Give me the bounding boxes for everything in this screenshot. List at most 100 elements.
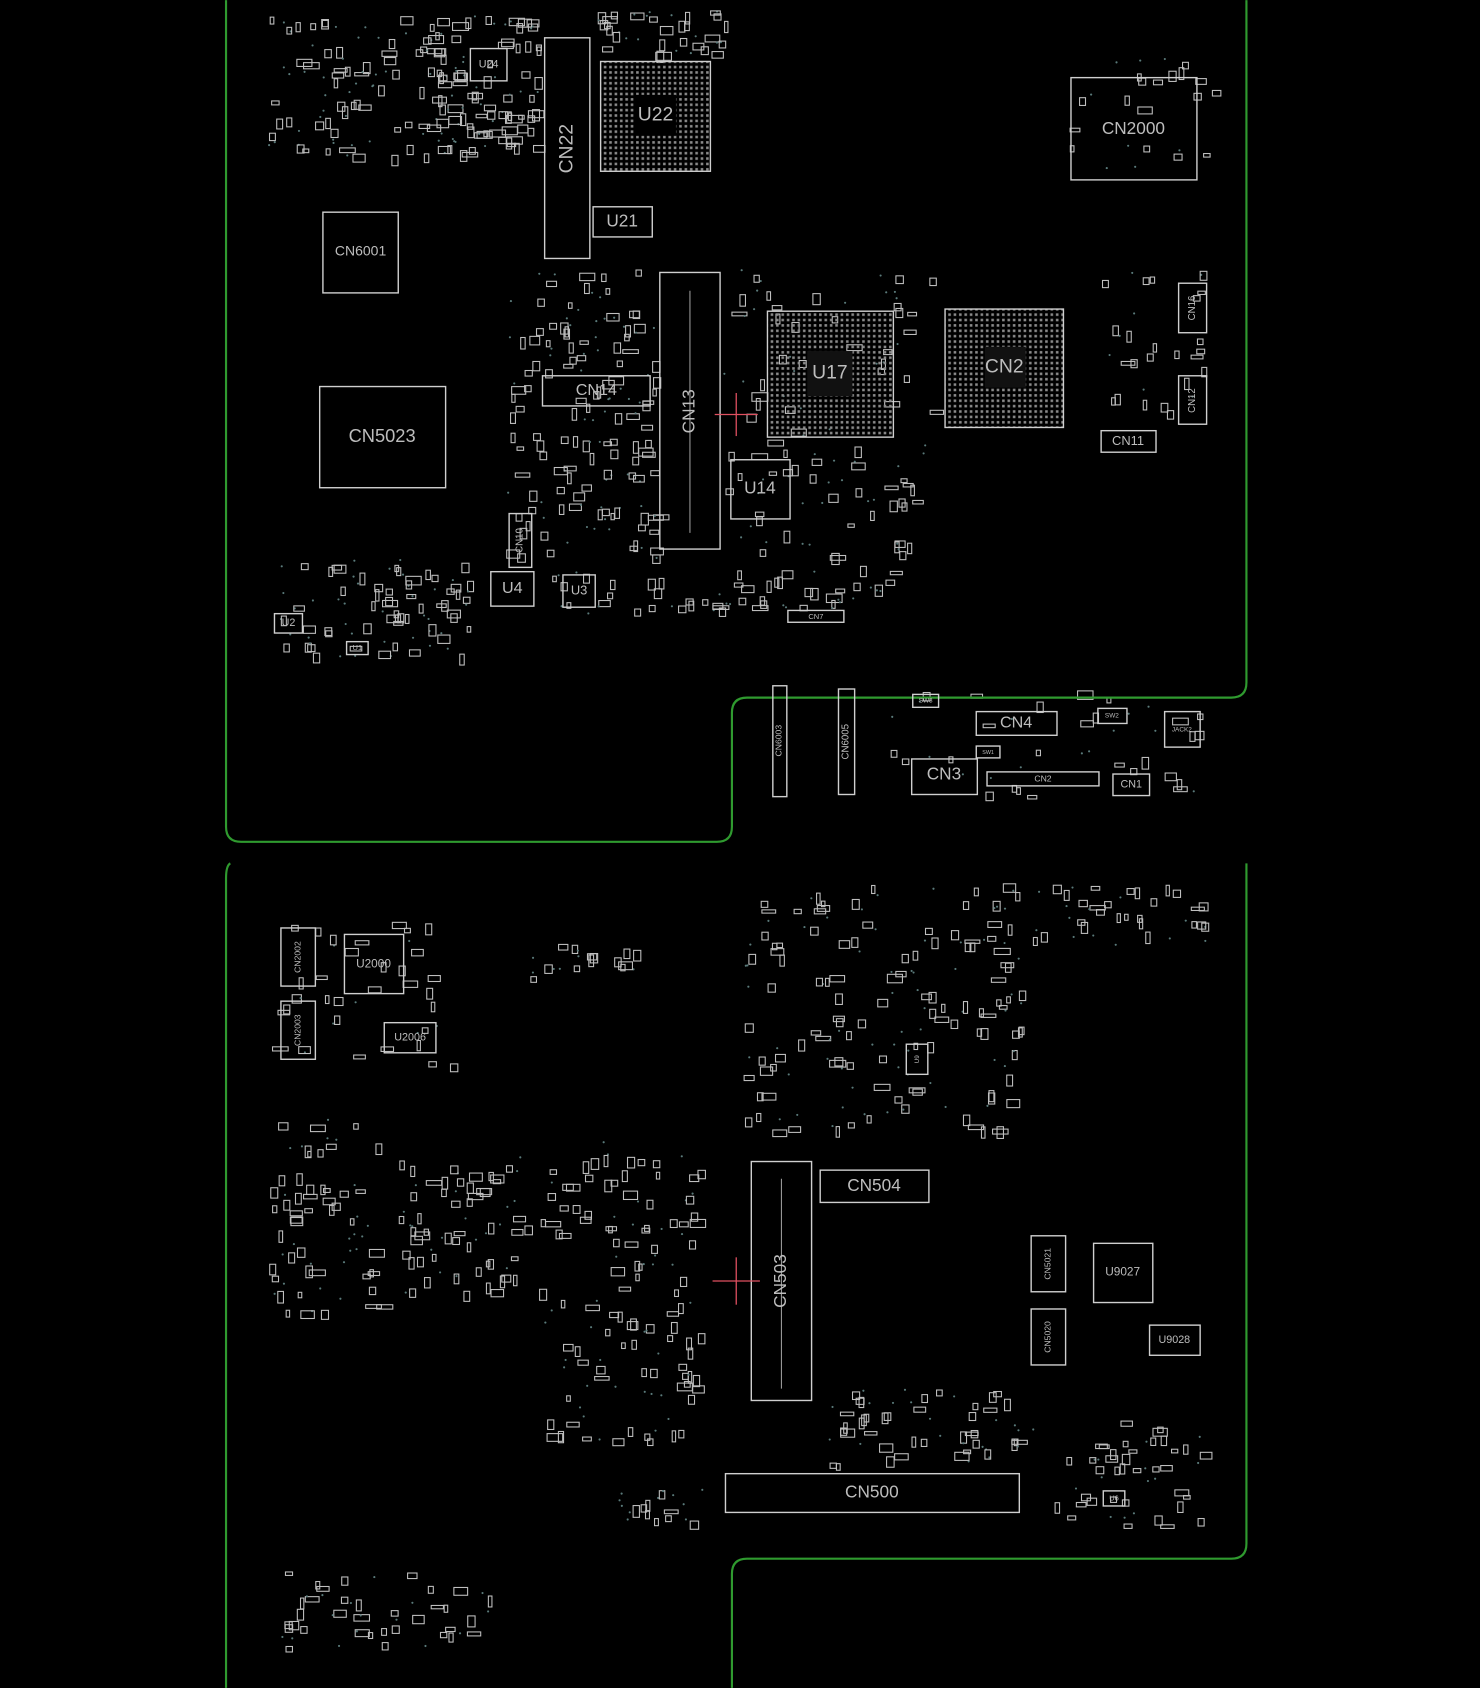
component-CN2003[interactable]: CN2003 — [280, 1000, 317, 1060]
component-CN10[interactable]: CN10 — [508, 512, 533, 569]
passive-component — [601, 273, 607, 283]
passive-component — [476, 1187, 493, 1196]
passive-component — [306, 1184, 315, 1196]
component-CN5023[interactable]: CN5023 — [318, 385, 447, 489]
passive-component — [512, 1215, 527, 1223]
component-U2006[interactable]: U2006 — [383, 1021, 437, 1054]
via — [355, 1248, 358, 1251]
component-U22[interactable]: U22 — [599, 60, 712, 172]
component-CN11[interactable]: CN11 — [1100, 429, 1157, 453]
component-U9027[interactable]: U9027 — [1092, 1242, 1154, 1304]
component-CN7[interactable]: CN7 — [787, 609, 845, 623]
passive-component — [678, 20, 686, 33]
passive-component — [448, 115, 463, 125]
passive-component — [739, 294, 746, 307]
component-U24[interactable]: U24 — [469, 47, 508, 82]
passive-component — [653, 1518, 659, 1527]
passive-component — [667, 1335, 674, 1343]
component-CN22[interactable]: CN22 — [543, 37, 591, 260]
via — [280, 565, 283, 568]
component-CN6001[interactable]: CN6001 — [322, 211, 399, 294]
component-SW1[interactable]: SW1 — [975, 745, 1001, 759]
component-CN5020[interactable]: CN5020 — [1030, 1308, 1067, 1366]
passive-component — [427, 67, 435, 78]
passive-component — [545, 1220, 562, 1228]
component-CN6003[interactable]: CN6003 — [772, 685, 788, 798]
component-SW2[interactable]: SW2 — [1097, 707, 1128, 725]
component-CN503[interactable]: CN503 — [750, 1160, 813, 1402]
component-U4[interactable]: U4 — [490, 570, 535, 607]
component-U17[interactable]: U17 — [766, 310, 895, 438]
via — [550, 347, 553, 350]
component-U6[interactable]: U6 — [1102, 1490, 1126, 1507]
component-CN12[interactable]: CN12 — [1177, 375, 1208, 425]
component-CN6005[interactable]: CN6005 — [837, 688, 856, 796]
passive-component — [835, 1126, 840, 1138]
component-CN3[interactable]: CN3 — [910, 758, 979, 796]
passive-component — [290, 1216, 304, 1227]
passive-component — [907, 542, 913, 555]
label-CN14: CN14 — [576, 381, 617, 399]
via — [1072, 935, 1075, 939]
passive-component — [362, 1273, 371, 1280]
passive-component — [798, 1039, 806, 1052]
component-CN4[interactable]: CN4 — [975, 710, 1058, 736]
component-U9[interactable]: U9 — [905, 1043, 929, 1076]
component-JACK2[interactable]: JACK2 — [1163, 710, 1201, 748]
passive-component — [987, 1092, 996, 1105]
component-CN13[interactable]: CN13 — [659, 271, 721, 550]
component-CN1[interactable]: CN1 — [1112, 773, 1151, 797]
via — [1003, 941, 1006, 945]
component-U2000[interactable]: U2000 — [343, 933, 405, 995]
passive-component — [563, 465, 577, 472]
component-CN500[interactable]: CN500 — [724, 1472, 1021, 1514]
via — [344, 622, 347, 626]
passive-component — [354, 1629, 370, 1638]
passive-component — [744, 1023, 754, 1033]
component-CN2000[interactable]: CN2000 — [1070, 76, 1198, 181]
passive-component — [629, 310, 640, 319]
via — [796, 1113, 799, 1116]
component-CN504[interactable]: CN504 — [819, 1169, 930, 1204]
component-CN16[interactable]: CN16 — [1177, 282, 1208, 334]
passive-component — [1130, 359, 1138, 369]
via — [311, 599, 314, 602]
passive-component — [427, 48, 443, 55]
via — [1090, 93, 1093, 96]
component-U2[interactable]: U2 — [273, 612, 304, 634]
passive-component — [824, 977, 830, 987]
via — [353, 1184, 356, 1187]
passive-component — [1190, 354, 1204, 360]
component-SW3[interactable]: SW3 — [912, 693, 940, 709]
passive-component — [535, 44, 543, 52]
passive-component — [645, 1499, 651, 1512]
passive-component — [912, 950, 919, 961]
passive-component — [913, 1406, 927, 1413]
via — [404, 1291, 407, 1294]
component-CN5021[interactable]: CN5021 — [1030, 1235, 1067, 1293]
component-U21[interactable]: U21 — [592, 206, 653, 238]
passive-component — [353, 1123, 359, 1130]
component-U3[interactable]: U3 — [562, 574, 596, 608]
via — [504, 23, 507, 26]
component-CN14[interactable]: CN14 — [541, 375, 651, 407]
passive-component — [711, 51, 724, 59]
via — [631, 1223, 634, 1226]
component-U9028[interactable]: U9028 — [1148, 1324, 1201, 1356]
passive-component — [908, 1087, 926, 1094]
component-CN2[interactable]: CN2 — [944, 308, 1065, 429]
component-CN2002[interactable]: CN2002 — [280, 927, 317, 987]
passive-component — [1174, 1489, 1190, 1497]
passive-component — [851, 937, 859, 948]
passive-component — [565, 1183, 581, 1192]
passive-component — [1154, 1515, 1163, 1526]
via — [1178, 149, 1181, 152]
component-U14[interactable]: U14 — [730, 459, 791, 520]
passive-component — [498, 136, 507, 145]
component-U1[interactable]: U1 — [345, 640, 369, 656]
label-U2000: U2000 — [356, 957, 391, 971]
via — [409, 1224, 412, 1227]
passive-component — [300, 1310, 315, 1320]
component-CN2-small[interactable]: CN2 — [986, 771, 1100, 787]
